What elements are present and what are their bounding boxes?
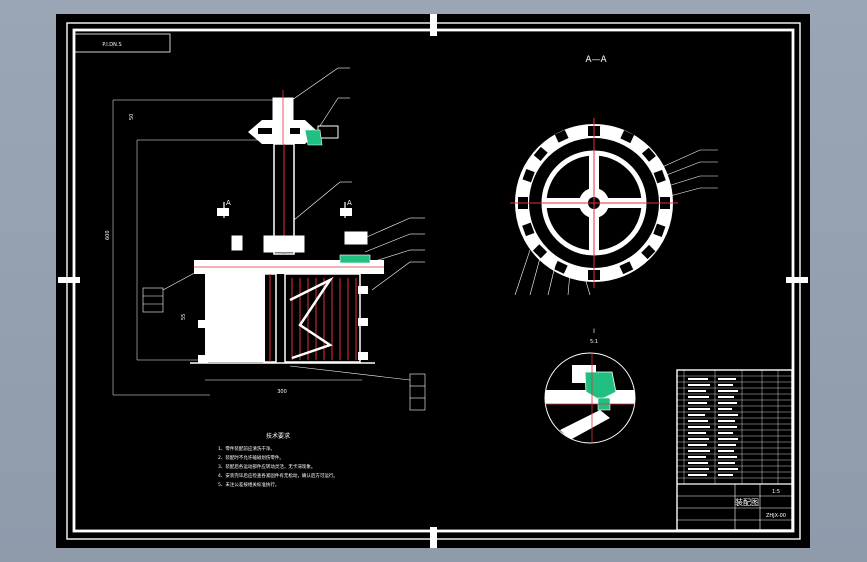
title-block-name: 装配图 bbox=[735, 497, 759, 507]
dim-base-width: 300 bbox=[277, 389, 287, 395]
note-5: 5、未注公差按相关标准执行。 bbox=[218, 481, 279, 488]
main-elevation-view bbox=[112, 67, 426, 411]
technical-notes: 技术要求 1、零件装配前应清洗干净。 2、装配时不允许磕碰划伤零件。 3、装配后… bbox=[218, 432, 338, 488]
detail-label: I bbox=[593, 328, 595, 335]
note-3: 3、装配后各运动部件应转动灵活，无卡滞现象。 bbox=[218, 463, 315, 470]
title-block bbox=[676, 369, 793, 531]
drawing-code-text: P.I.DN.S bbox=[102, 42, 121, 48]
drawing-code-box: P.I.DN.S bbox=[73, 33, 171, 53]
section-marker-right: A bbox=[347, 199, 352, 207]
center-mark-right bbox=[786, 277, 808, 283]
dim-upper: 50 bbox=[129, 114, 135, 120]
section-a-a-view bbox=[510, 118, 718, 296]
title-block-code: ZHJX-00 bbox=[766, 513, 786, 519]
detail-scale: 5:1 bbox=[590, 339, 598, 345]
note-4: 4、安装完毕后应检查各紧固件有无松动，确认后方可运行。 bbox=[218, 472, 338, 479]
note-1: 1、零件装配前应清洗干净。 bbox=[218, 445, 275, 452]
detail-i-view bbox=[544, 352, 636, 444]
title-block-scale: 1:5 bbox=[772, 489, 780, 495]
center-mark-bottom bbox=[430, 527, 437, 548]
note-2: 2、装配时不允许磕碰划伤零件。 bbox=[218, 454, 284, 461]
paper-background bbox=[56, 14, 810, 548]
center-mark-top bbox=[430, 14, 437, 36]
center-mark-left bbox=[58, 277, 80, 283]
dim-side: 55 bbox=[181, 314, 187, 320]
section-view-label: A—A bbox=[585, 55, 607, 65]
section-marker-left: A bbox=[226, 199, 231, 207]
dim-overall-height: 600 bbox=[105, 230, 111, 240]
notes-title: 技术要求 bbox=[266, 432, 290, 440]
